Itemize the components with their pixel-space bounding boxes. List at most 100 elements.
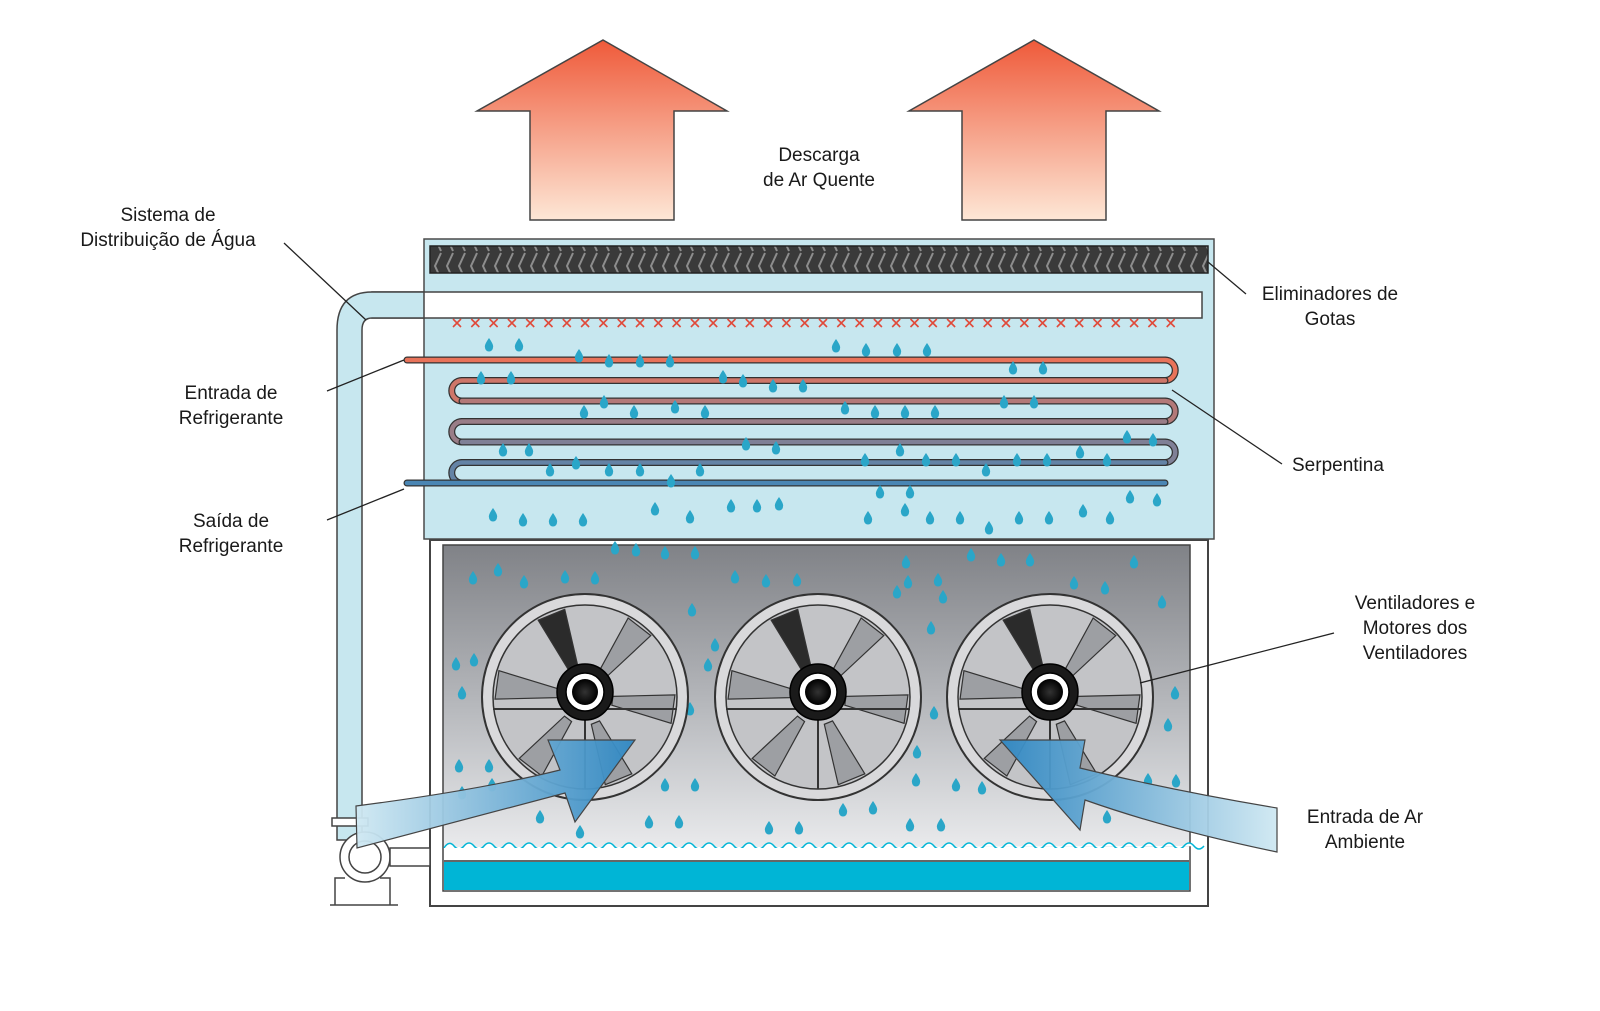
spray-nozzle-mark [781,318,791,328]
label-coil: Serpentina [1292,453,1384,478]
spray-nozzle-mark [946,318,956,328]
water-droplet [1157,595,1167,609]
spray-nozzle-mark [562,318,572,328]
water-droplet [695,463,705,477]
water-droplet [650,502,660,516]
water-droplet [574,349,584,363]
water-droplet [457,686,467,700]
fan-blade [823,720,866,786]
water-droplet [903,575,913,589]
water-droplet [451,657,461,671]
water-droplet [718,370,728,384]
spray-nozzle-mark [983,318,993,328]
water-droplet [484,759,494,773]
coil-bend [1164,439,1178,465]
water-droplet [951,453,961,467]
water-droplet [571,456,581,470]
water-droplet [1044,511,1054,525]
spray-nozzle-mark [690,318,700,328]
label-coil-line1: Serpentina [1292,455,1384,476]
coil-bend [1164,398,1178,424]
water-droplet [1069,576,1079,590]
water-droplet [476,371,486,385]
water-droplet [548,513,558,527]
water-droplet [1014,511,1024,525]
water-droplet [771,441,781,455]
spray-nozzle-mark [617,318,627,328]
water-droplet [838,803,848,817]
water-droplet [977,781,987,795]
water-droplet [1152,493,1162,507]
spray-nozzle-mark [1166,318,1176,328]
water-droplet [870,405,880,419]
spray-nozzle-mark [1129,318,1139,328]
water-droplet [670,400,680,414]
water-droplet [730,570,740,584]
water-droplet [514,338,524,352]
water-droplet [660,546,670,560]
label-drift-eliminators-line1: Eliminadores de [1261,284,1399,305]
water-droplet [1042,453,1052,467]
water-droplet [660,778,670,792]
water-droplet [690,778,700,792]
water-droplet [905,485,915,499]
label-fans-motors-line1: Ventiladores e [1354,593,1476,614]
upper-casing [423,238,1215,540]
coil-bend [449,378,463,404]
spray-nozzle-mark [489,318,499,328]
water-droplet [488,508,498,522]
water-droplet [726,499,736,513]
water-droplet [1078,504,1088,518]
water-droplet [999,395,1009,409]
water-droplet [892,585,902,599]
fan-blade [518,715,573,777]
water-droplet [604,354,614,368]
water-droplet [1100,581,1110,595]
water-droplet [1171,774,1181,788]
spray-nozzle-mark [1001,318,1011,328]
distribution-header [371,291,1203,319]
water-droplet [929,706,939,720]
label-fans-motors-line2: Motores dos [1362,618,1468,639]
label-drift-eliminators-line2: Gotas [1304,309,1356,330]
water-droplet [1125,490,1135,504]
water-droplet [493,563,503,577]
spray-nozzle-mark [1056,318,1066,328]
water-droplet [955,511,965,525]
spray-nozzle-mark [708,318,718,328]
drift-eliminators [429,245,1209,274]
water-droplet [774,497,784,511]
label-refrigerant-inlet-line2: Refrigerante [178,408,284,429]
water-droplet [575,825,585,839]
water-droplet [1029,395,1039,409]
water-droplet [469,653,479,667]
water-droplet [930,405,940,419]
label-refrigerant-outlet-line2: Refrigerante [178,536,284,557]
spray-nozzle-mark [452,318,462,328]
water-droplet [590,571,600,585]
spray-nozzle-mark [635,318,645,328]
water-droplet [506,371,516,385]
spray-nozzle-mark [1019,318,1029,328]
water-droplet [524,443,534,457]
hot-air-arrow-right [906,39,1162,221]
spray-nozzle-mark [873,318,883,328]
water-droplet [1025,553,1035,567]
water-droplet [768,379,778,393]
spray-nozzle-mark [1038,318,1048,328]
lower-section-outline [442,544,1191,892]
label-hot-air-discharge-line2: de Ar Quente [763,170,875,191]
water-droplet [792,573,802,587]
spray-nozzle-mark [745,318,755,328]
water-droplet [535,810,545,824]
label-hot-air-discharge-line1: Descarga [778,145,860,166]
water-droplet [752,499,762,513]
water-droplet [764,821,774,835]
water-droplet [905,818,915,832]
water-droplet [1129,555,1139,569]
water-droplet [868,801,878,815]
spray-nozzle-mark [1147,318,1157,328]
spray-nozzle-mark [726,318,737,328]
water-droplet [741,437,751,451]
